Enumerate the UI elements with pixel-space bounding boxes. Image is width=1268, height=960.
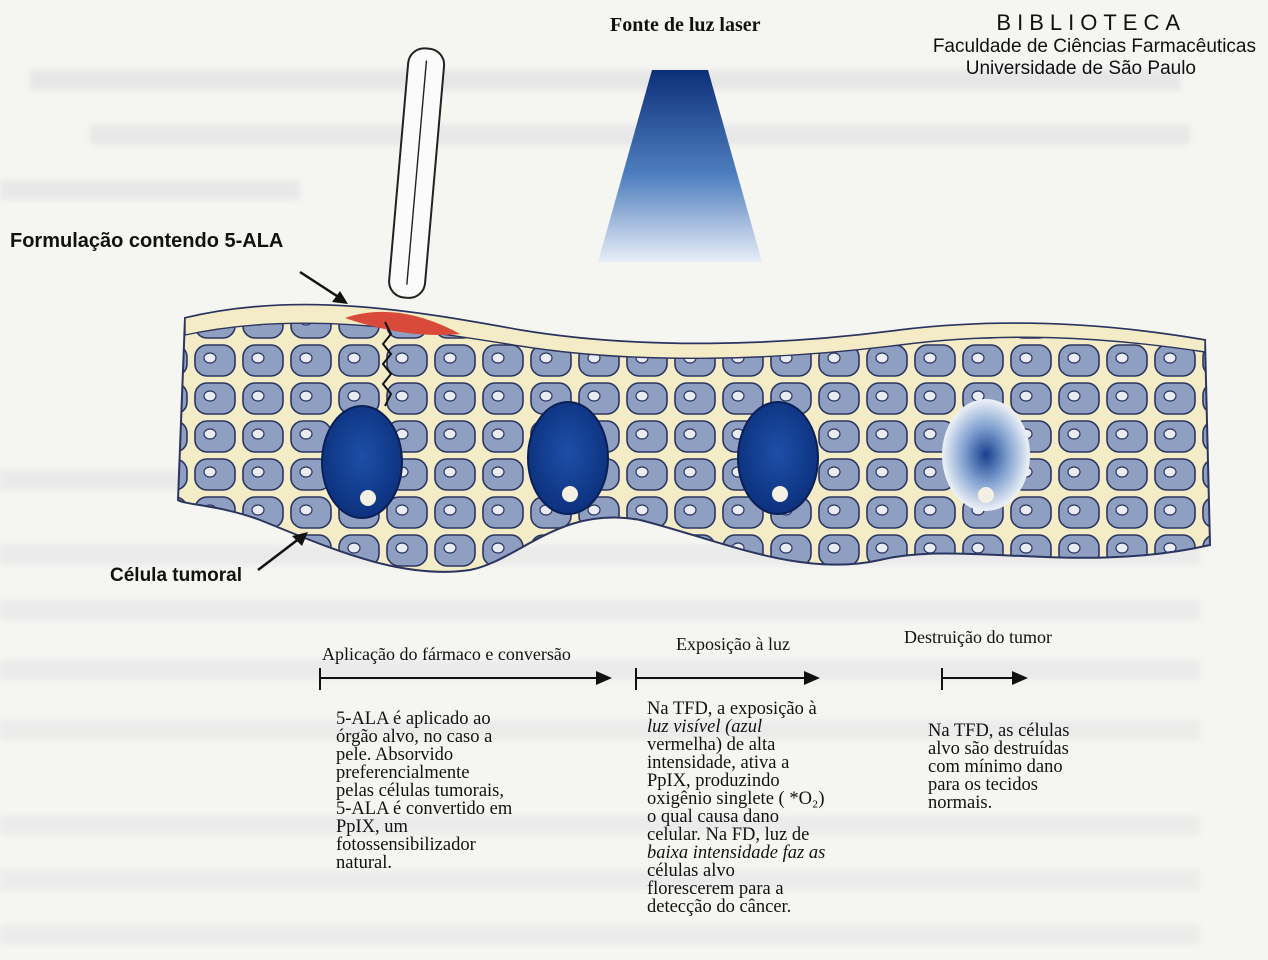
desc-line: preferencialmente — [336, 764, 512, 782]
desc-line: detecção do câncer. — [647, 898, 825, 916]
desc-line: Na TFD, as células — [928, 722, 1069, 740]
tumor-cell-3 — [738, 402, 818, 514]
tumor-cell-1 — [322, 406, 402, 518]
laser-beam — [598, 70, 762, 262]
stage-description-application: 5-ALA é aplicado ao órgão alvo, no caso … — [336, 710, 512, 872]
desc-line: PpIX, produzindo — [647, 772, 825, 790]
desc-line: florescerem para a — [647, 880, 825, 898]
desc-line: intensidade, ativa a — [647, 754, 825, 772]
desc-line: células alvo — [647, 862, 825, 880]
desc-line: com mínimo dano — [928, 758, 1069, 776]
university-name: Universidade de São Paulo — [933, 58, 1196, 80]
tumor-cell-destroyed — [942, 399, 1030, 511]
stage-title-exposure: Exposição à luz — [676, 634, 790, 655]
applicator-tube — [388, 47, 446, 299]
desc-line: pele. Absorvido — [336, 746, 512, 764]
desc-line: órgão alvo, no caso a — [336, 728, 512, 746]
desc-line: para os tecidos — [928, 776, 1069, 794]
stage-arrow-exposure — [636, 668, 820, 690]
library-header: BIBLIOTECA Faculdade de Ciências Farmacê… — [933, 10, 1256, 80]
tumor-cell-label: Célula tumoral — [110, 565, 242, 587]
desc-line: pelas células tumorais, — [336, 782, 512, 800]
desc-line: normais. — [928, 794, 1069, 812]
stage-description-destruction: Na TFD, as células alvo são destruídas c… — [928, 722, 1069, 812]
stage-title-application: Aplicação do fármaco e conversão — [322, 644, 571, 665]
desc-line: fotossensibilizador — [336, 836, 512, 854]
stage-title-destruction: Destruição do tumor — [904, 627, 1052, 648]
formulation-pointer-arrow — [300, 272, 348, 304]
desc-line: 5-ALA é aplicado ao — [336, 710, 512, 728]
desc-line: luz visível (azul — [647, 718, 825, 736]
stage-arrow-destruction — [942, 668, 1028, 690]
tumor-pointer-arrow — [258, 532, 308, 570]
formulation-label: Formulação contendo 5-ALA — [10, 230, 283, 253]
library-title: BIBLIOTECA — [933, 10, 1186, 36]
desc-line: alvo são destruídas — [928, 740, 1069, 758]
desc-line: celular. Na FD, luz de — [647, 826, 825, 844]
desc-line: PpIX, um — [336, 818, 512, 836]
desc-line: Na TFD, a exposição à — [647, 700, 825, 718]
stage-description-exposure: Na TFD, a exposição à luz visível (azul … — [647, 700, 825, 916]
desc-line: o qual causa dano — [647, 808, 825, 826]
stage-arrow-application — [320, 668, 612, 690]
faculty-name: Faculdade de Ciências Farmacêuticas — [933, 36, 1256, 58]
tumor-cell-2 — [528, 402, 608, 514]
desc-line: 5-ALA é convertido em — [336, 800, 512, 818]
desc-line: oxigênio singlete ( *O₂) — [647, 790, 825, 808]
desc-line: natural. — [336, 854, 512, 872]
laser-source-label: Fonte de luz laser — [610, 14, 761, 37]
desc-line: vermelha) de alta — [647, 736, 825, 754]
desc-line: baixa intensidade faz as — [647, 844, 825, 862]
